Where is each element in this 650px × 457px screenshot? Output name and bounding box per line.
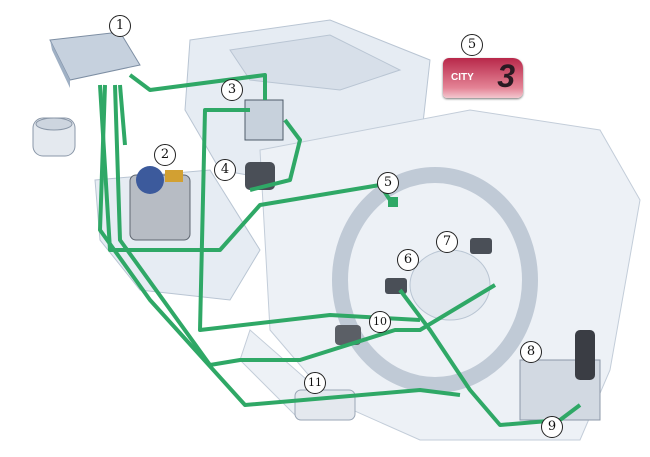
wiring <box>98 73 582 427</box>
valve-block <box>244 99 284 141</box>
display-led <box>388 197 398 207</box>
sensor-10 <box>335 325 361 345</box>
callout-1: 1 <box>109 15 131 37</box>
callout-5-display: 5 <box>461 34 483 56</box>
callout-10: 10 <box>369 311 391 333</box>
callout-9: 9 <box>541 416 563 438</box>
callout-2: 2 <box>154 144 176 166</box>
ecu-unit <box>49 31 141 88</box>
callout-5: 5 <box>377 172 399 194</box>
pump-unit <box>245 162 275 190</box>
callout-11: 11 <box>304 372 326 394</box>
steering-hub <box>409 249 491 321</box>
callout-7: 7 <box>436 231 458 253</box>
callout-3: 3 <box>221 79 243 101</box>
callout-8: 8 <box>520 341 542 363</box>
steering-wheel <box>332 167 538 393</box>
gear-lever <box>575 330 595 380</box>
callout-6: 6 <box>397 249 419 271</box>
gear-display: CITY 3 <box>443 58 523 98</box>
drive-mode-label: CITY <box>451 72 474 83</box>
paddle-plus <box>470 238 492 254</box>
gear-indicator: 3 <box>497 58 515 94</box>
actuator-assembly <box>129 166 191 241</box>
fluid-reservoir <box>32 117 76 157</box>
callout-4: 4 <box>214 159 236 181</box>
